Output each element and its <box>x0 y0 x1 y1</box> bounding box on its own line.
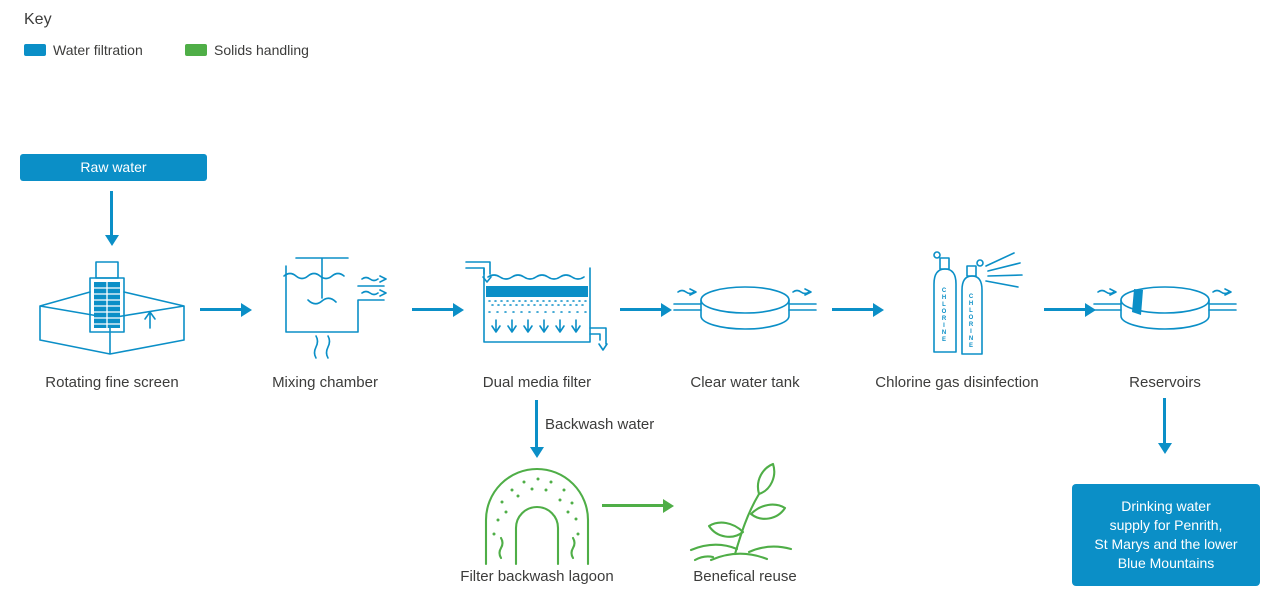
beneficial-reuse-icon <box>685 462 805 568</box>
arrow-filter-to-tank <box>620 302 672 317</box>
arrow-chlorine-to-reservoirs <box>1044 302 1096 317</box>
supply-line-4: Blue Mountains <box>1117 555 1215 571</box>
label-mixing-chamber: Mixing chamber <box>272 374 378 391</box>
supply-line-2: supply for Penrith, <box>1109 517 1223 533</box>
mixing-chamber-icon <box>250 252 400 364</box>
dual-media-filter-icon <box>462 250 612 364</box>
label-reservoirs: Reservoirs <box>1129 374 1201 391</box>
rotating-fine-screen-icon <box>32 252 192 364</box>
legend-label-solids-handling: Solids handling <box>214 42 309 58</box>
solids-handling-swatch <box>185 44 207 56</box>
arrow-raw-to-screen <box>104 191 119 246</box>
supply-line-3: St Marys and the lower <box>1094 536 1238 552</box>
legend-label-water-filtration: Water filtration <box>53 42 143 58</box>
water-filtration-swatch <box>24 44 46 56</box>
label-chlorine-gas-disinfection: Chlorine gas disinfection <box>875 374 1039 391</box>
chlorine-cylinder-text: CHLORINE <box>941 288 947 344</box>
arrow-filter-to-lagoon <box>529 400 544 458</box>
arrow-tank-to-chlorine <box>832 302 884 317</box>
raw-water-label: Raw water <box>80 159 147 175</box>
label-clear-water-tank: Clear water tank <box>690 374 800 391</box>
arrow-screen-to-mixing <box>200 302 252 317</box>
chlorine-gas-disinfection-icon: CHLORINE CHLORINE <box>882 248 1032 370</box>
reservoirs-icon <box>1090 276 1240 348</box>
backwash-water-label: Backwash water <box>545 416 655 433</box>
chlorine-cylinder-text: CHLORINE <box>968 294 974 350</box>
legend-item-water-filtration: Water filtration <box>24 42 143 58</box>
filter-backwash-lagoon-icon <box>472 462 602 568</box>
raw-water-box: Raw water <box>20 154 207 181</box>
label-rotating-fine-screen: Rotating fine screen <box>45 374 179 391</box>
label-beneficial-reuse: Benefical reuse <box>693 568 797 585</box>
label-filter-backwash-lagoon: Filter backwash lagoon <box>460 568 614 585</box>
arrow-lagoon-to-reuse <box>602 498 674 513</box>
arrow-reservoirs-to-supply <box>1157 398 1172 454</box>
label-dual-media-filter: Dual media filter <box>482 374 592 391</box>
legend-item-solids-handling: Solids handling <box>185 42 309 58</box>
legend-title: Key <box>24 11 52 28</box>
supply-line-1: Drinking water <box>1121 498 1211 514</box>
clear-water-tank-icon <box>670 276 820 348</box>
arrow-mixing-to-filter <box>412 302 464 317</box>
drinking-water-supply-box: Drinking water supply for Penrith, St Ma… <box>1072 484 1260 586</box>
